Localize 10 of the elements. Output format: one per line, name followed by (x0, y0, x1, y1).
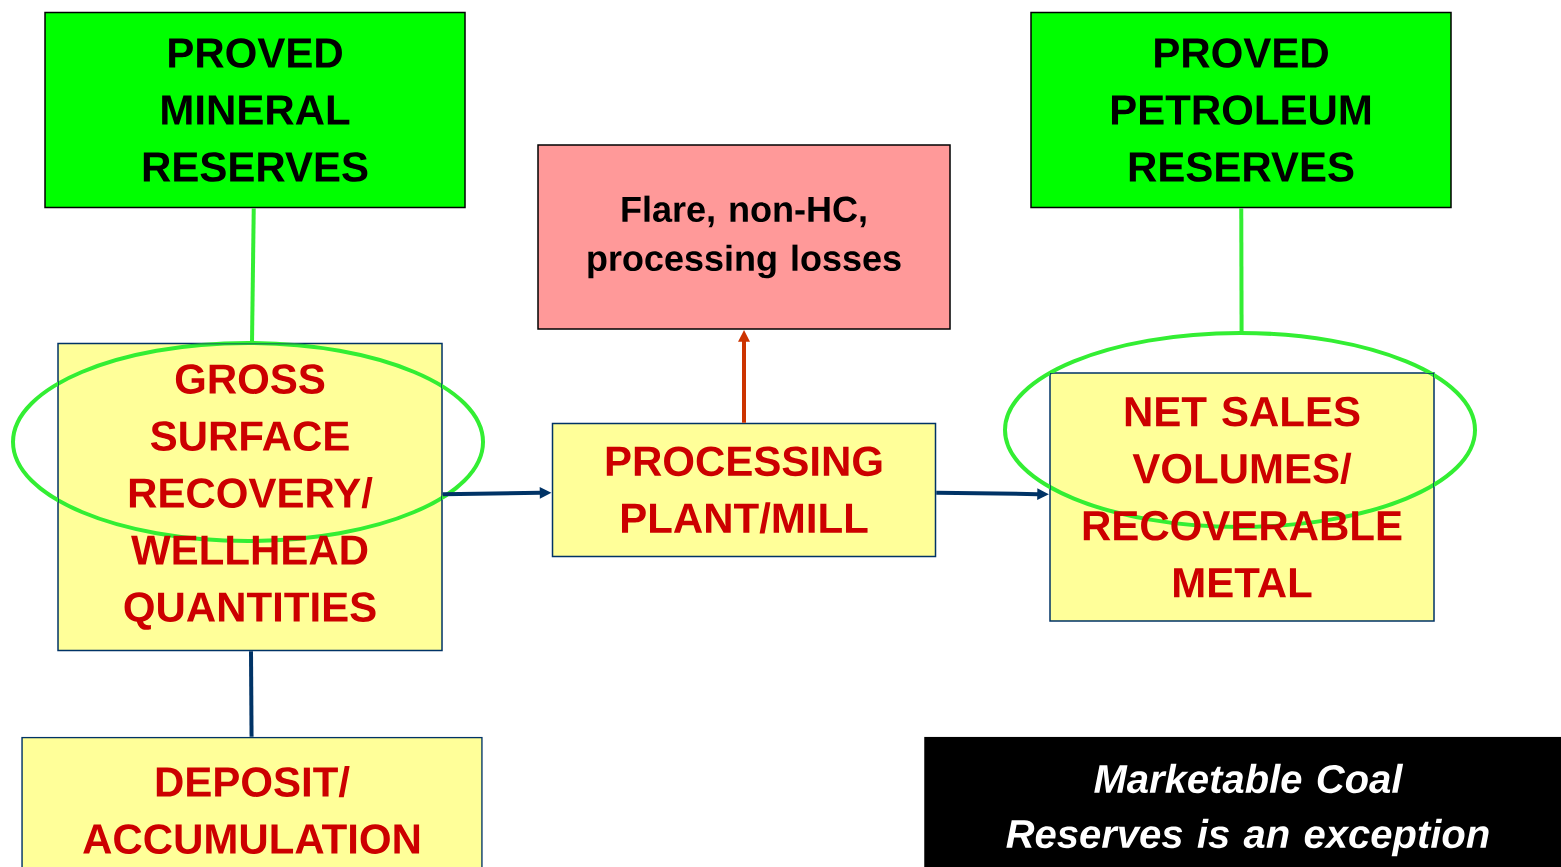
connector-line (249, 651, 254, 737)
process-box: PROCESSING PLANT/MILL (551, 422, 937, 558)
process-box: DEPOSIT/ ACCUMULATION (21, 736, 483, 867)
note-box: Marketable Coal Reserves is an exception (924, 736, 1561, 867)
reserves-box: PROVED MINERAL RESERVES (44, 11, 466, 209)
process-box: GROSS SURFACE RECOVERY/ WELLHEAD QUANTITIES (57, 342, 443, 652)
connector-line (250, 208, 256, 343)
loss-box: Flare, non-HC, processing losses (537, 144, 951, 330)
reserves-box: PROVED PETROLEUM RESERVES (1030, 11, 1452, 209)
connector-line (1239, 208, 1244, 333)
